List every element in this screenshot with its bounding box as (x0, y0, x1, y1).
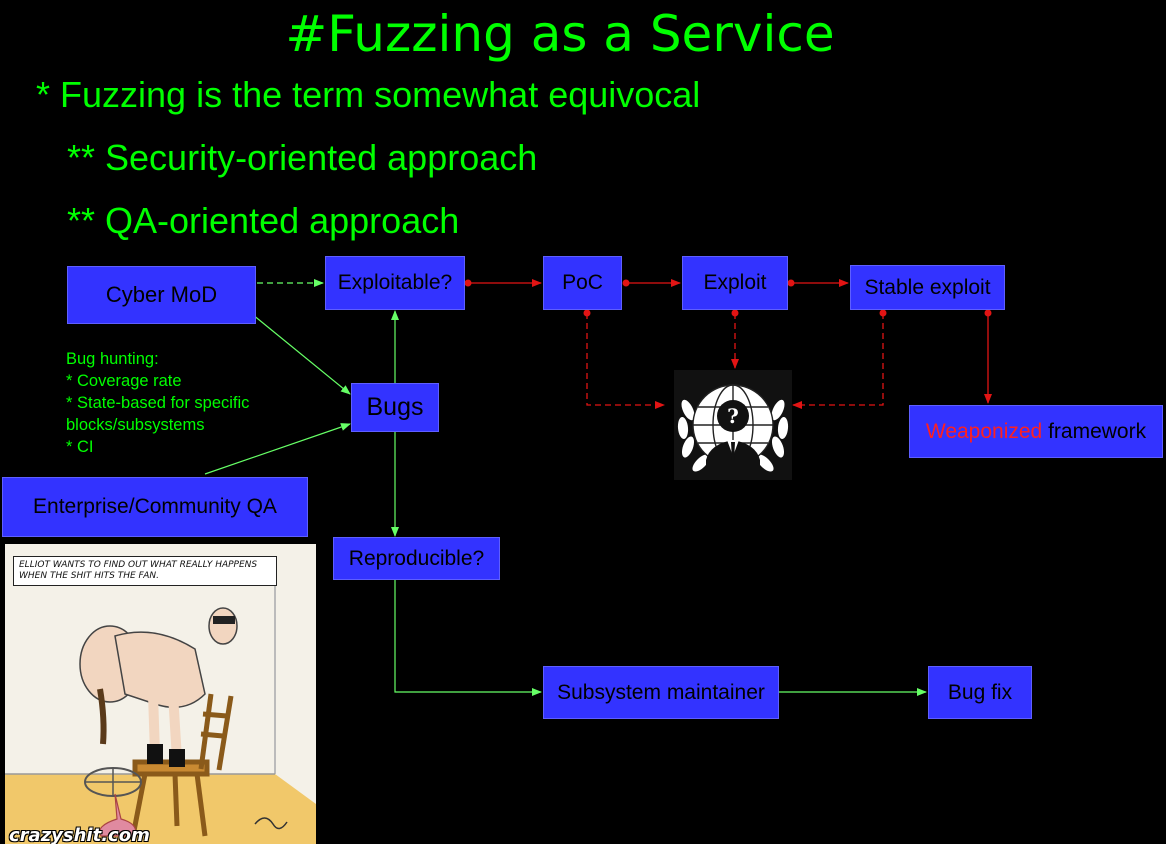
edge-cybermod-bugs (246, 309, 351, 395)
node-reproducible: Reproducible? (333, 537, 500, 580)
node-subsystem-maintainer-label: Subsystem maintainer (557, 680, 765, 704)
edge-stable-anonymous (792, 313, 884, 409)
node-exploitable: Exploitable? (325, 256, 465, 310)
node-cyber-mod: Cyber MoD (67, 266, 256, 324)
anonymous-logo-icon: ? (674, 370, 792, 480)
node-bug-fix-label: Bug fix (947, 680, 1013, 704)
notes-line-ci: * CI (66, 438, 94, 456)
cartoon-image: Elliot wants to find out what really hap… (5, 544, 316, 844)
framework-word: framework (1042, 419, 1147, 443)
edge-enterprise-bugs (204, 423, 351, 475)
cartoon-watermark: crazyshit.com (9, 825, 150, 844)
node-exploit: Exploit (682, 256, 788, 310)
node-enterprise-qa: Enterprise/Community QA (2, 477, 308, 537)
notes-line-coverage: * Coverage rate (66, 372, 182, 390)
node-bug-fix: Bug fix (928, 666, 1032, 719)
bug-hunting-notes: Bug hunting: * Coverage rate * State-bas… (66, 348, 249, 458)
edge-reproducible-maintainer (394, 580, 542, 696)
node-bugs: Bugs (351, 383, 439, 432)
node-exploitable-label: Exploitable? (337, 271, 453, 294)
notes-line-state-based: * State-based for specific (66, 394, 250, 412)
node-weaponized-framework: Weaponized framework (909, 405, 1163, 458)
notes-line-blocks: blocks/subsystems (66, 416, 205, 434)
node-enterprise-qa-label: Enterprise/Community QA (33, 495, 277, 518)
node-stable-exploit-label: Stable exploit (864, 275, 991, 299)
cartoon-caption: Elliot wants to find out what really hap… (13, 556, 277, 586)
node-poc-label: PoC (562, 271, 603, 294)
weaponized-word: Weaponized (925, 419, 1043, 443)
node-stable-exploit: Stable exploit (850, 265, 1005, 310)
node-subsystem-maintainer: Subsystem maintainer (543, 666, 779, 719)
bullet-fuzzing-equivocal: * Fuzzing is the term somewhat equivocal (36, 74, 701, 115)
node-poc: PoC (543, 256, 622, 310)
node-bugs-label: Bugs (366, 393, 424, 421)
slide-title: #Fuzzing as a Service (285, 5, 835, 63)
node-cyber-mod-label: Cyber MoD (105, 282, 218, 307)
svg-text:?: ? (727, 404, 739, 428)
edge-poc-anonymous (586, 313, 665, 409)
notes-line-heading: Bug hunting: (66, 350, 159, 368)
bullet-qa-oriented: ** QA-oriented approach (67, 200, 460, 241)
node-reproducible-label: Reproducible? (348, 546, 485, 570)
node-exploit-label: Exploit (703, 271, 767, 294)
bullet-security-oriented: ** Security-oriented approach (67, 137, 538, 178)
